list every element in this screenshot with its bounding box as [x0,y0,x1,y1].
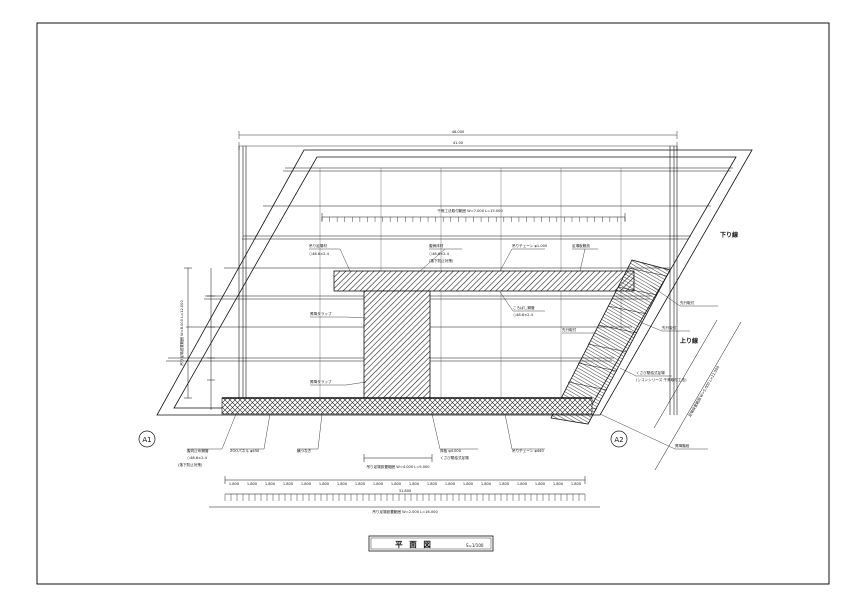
bottom-segment-label: 1.800 [571,482,582,486]
bottom-segment-label: 1.800 [499,482,510,486]
bottom-walkway [221,397,593,415]
drawing-scale: S=1/100 [466,543,484,548]
callout-4: 足場板敷設 [572,243,590,248]
bottom-callout-4: 床板 φ4.000 [440,448,462,453]
callout-8: 先行取付 [680,300,695,305]
bottom-segment-label: 1.800 [463,482,474,486]
bottom-segment-label: 1.800 [409,482,420,486]
bottom-segment-label: 1.800 [229,482,240,486]
bottom-segment-label: 1.800 [427,482,438,486]
suspended-scaffold-band [333,270,635,292]
wedge-scaffold-diagonal [550,259,671,425]
drawing-title: 平 面 図 [395,540,433,549]
callout-1: 吊り足場材 [309,243,327,248]
bottom-segment-label: 1.800 [373,482,384,486]
axis-a1-circle [138,430,156,448]
right-dimension [653,319,742,471]
bottom-segment-label: 1.800 [319,482,330,486]
bottom-segment-label: 1.800 [535,482,546,486]
bottom-segment-label: 1.800 [355,482,366,486]
callout-6: ころばし鋼管 [513,305,535,310]
callout-9: 先行取付 [562,327,577,332]
mid-run-dimension [363,454,433,462]
top-run-ticks [321,217,626,222]
lower-leaders [187,413,545,450]
bottom-callout-1: 腹向止め鋼管 [187,448,209,453]
callout-3: 吊りチェーン φ1.000 [512,243,548,248]
bottom-segment-label: 1.800 [337,482,348,486]
bottom-note-label: 吊り足場設置範囲 W=2.000 L=16.000 [372,509,438,514]
bottom-segment-label: 1.800 [301,482,312,486]
left-dimension [184,267,215,410]
down-line-label: 下り線 [720,231,738,239]
callout-11: (シコンシリーズ 千鳥取付工法) [636,377,687,382]
bottom-total-label: 31.800 [399,489,412,493]
top-run-label: 千鳥工法取付範囲 W=7.000 L=15.000 [437,208,503,213]
bottom-ticks [224,494,586,501]
right-dimension-label: 足場設置範囲 W=5.000 L=12.000 [687,364,721,418]
bottom-callout-1-note: (落下防止対策) [178,462,203,467]
bottom-callout-5: 吊りチェーン φ440 [512,448,544,453]
axis-a1-label: A1 [142,436,151,444]
bottom-segment-label: 1.800 [283,482,294,486]
left-dimension-label: 吊り足場設置範囲 W=8.000 L=12.000 [179,300,184,366]
up-line-label: 上り線 [680,337,698,345]
bottom-segment-label: 1.800 [481,482,492,486]
callout-2: 腹側床材 [429,243,444,248]
overall-dimension-text: 46.000 [452,130,465,134]
bottom-callout-2: ZOOパネル φ450 [230,448,260,453]
bottom-segment-label: 1.800 [247,482,258,486]
callout-8b: 先行取付 [662,325,677,330]
bottom-callout-1-spec: ○48.6×2.4 [187,456,208,460]
bottom-segment-label: 1.800 [265,482,276,486]
callout-leaders [309,248,718,450]
callout-12: 昇降階段 [675,443,690,448]
callout-7: 昇降タラップ [310,379,332,384]
bottom-segment-label: 1.800 [517,482,528,486]
title-box-inner [370,537,492,550]
inner-dimension-text: 41.00 [453,141,464,145]
callout-2-spec: ○48.6×2.4 [429,252,450,256]
callout-5: 昇降タラップ [310,311,332,316]
suspended-scaffold-block [363,290,431,399]
callout-1-spec: ○48.6×2.4 [309,252,330,256]
callout-10: くさび緊結式足場 [636,370,665,375]
bottom-segment-label: 1.800 [553,482,564,486]
bottom-callout-3: 横つなぎ [297,448,312,453]
bottom-segment-label: 1.800 [445,482,456,486]
callout-2-note: (落下防止対策) [429,258,454,263]
callout-6-spec: ○48.6×2.4 [513,313,534,317]
axis-a2-label: A2 [614,436,623,444]
mid-run-label: 吊り足場設置範囲 W=4.000 L=9.000 [366,464,430,469]
axis-a2-circle [610,430,628,448]
sheet-border [36,22,830,585]
title-box [368,535,494,552]
bottom-segment-label: 1.800 [391,482,402,486]
bottom-callout-4-note: くさび緊結式足場 [440,455,469,460]
bottom-tick-labels: 1.800 1.800 1.800 1.800 1.800 1.800 1.800 1.800… [229,482,582,486]
